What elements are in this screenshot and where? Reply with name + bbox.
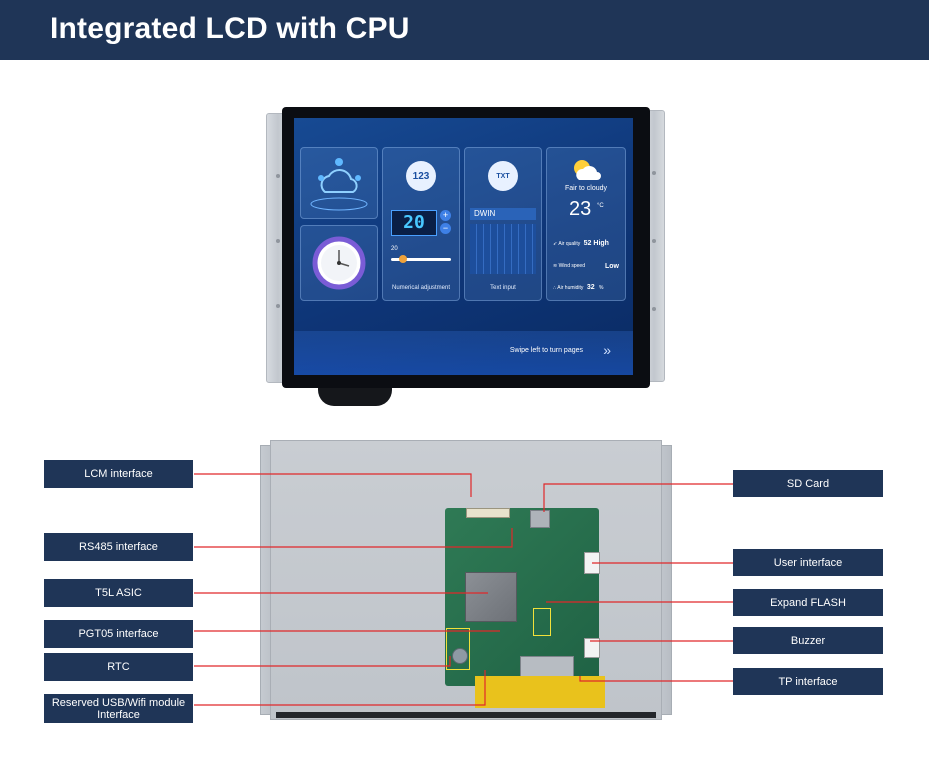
humidity-icon: ∴ xyxy=(553,285,558,291)
cloud-card[interactable] xyxy=(300,147,378,219)
leader-rs485 xyxy=(194,528,513,548)
leader-usb xyxy=(194,670,486,706)
buzzer-connector xyxy=(584,638,600,658)
t5l-asic-chip xyxy=(465,572,517,622)
flash-highlight xyxy=(533,608,551,636)
leader-lcm xyxy=(194,473,472,497)
cloud-icon xyxy=(310,158,368,211)
clock-card[interactable] xyxy=(300,225,378,301)
humidity-value: 32 xyxy=(586,284,595,291)
flex-cable xyxy=(318,384,392,406)
leader-sd xyxy=(543,483,733,512)
wind-icon: ≋ xyxy=(553,263,559,269)
swipe-bar[interactable] xyxy=(294,331,633,375)
wind-row: ≋ Wind speed Low xyxy=(553,263,621,270)
keyboard-icon: TXT xyxy=(488,161,518,191)
increment-button[interactable]: + xyxy=(440,210,451,221)
swipe-hint: Swipe left to turn pages xyxy=(509,347,583,354)
air-quality-value: 52 High xyxy=(583,240,609,247)
label-buzzer: Buzzer xyxy=(733,627,883,654)
label-expand-flash: Expand FLASH xyxy=(733,589,883,616)
numeric-display: 20 xyxy=(391,210,437,236)
slider-track[interactable] xyxy=(391,255,451,263)
weather-card[interactable]: Fair to cloudy 23 °C ➶ Air quality 52 Hi… xyxy=(546,147,626,301)
label-lcm-interface: LCM interface xyxy=(44,460,193,488)
numeric-icon: 123 xyxy=(406,161,436,191)
text-input-card[interactable]: TXT DWIN Text input xyxy=(464,147,542,301)
label-rs485-interface: RS485 interface xyxy=(44,533,193,561)
panel-bottom-edge xyxy=(276,712,656,718)
rtc-highlight xyxy=(446,628,470,670)
label-usb-wifi-interface: Reserved USB/Wifi module Interface xyxy=(44,694,193,723)
text-card-label: Text input xyxy=(490,285,516,291)
temperature-value: 23 xyxy=(569,198,592,220)
weather-condition: Fair to cloudy xyxy=(564,185,608,192)
label-pgt05-interface: PGT05 interface xyxy=(44,620,193,648)
lcd-screen: 123 20 + − 20 Numerical adjustment TXT D… xyxy=(294,118,633,375)
air-quality-icon: ➶ xyxy=(553,241,559,247)
label-user-interface: User interface xyxy=(733,549,883,576)
label-t5l-asic: T5L ASIC xyxy=(44,579,193,607)
slider-handle[interactable] xyxy=(399,255,407,263)
text-input-field[interactable]: DWIN xyxy=(470,208,536,220)
air-quality-label: Air quality xyxy=(558,241,581,247)
leader-tp xyxy=(579,676,733,682)
lcm-connector xyxy=(466,508,510,518)
page-title: Integrated LCD with CPU xyxy=(50,12,410,45)
sd-card-slot xyxy=(530,510,550,528)
label-rtc: RTC xyxy=(44,653,193,681)
decrement-button[interactable]: − xyxy=(440,223,451,234)
leader-rtc xyxy=(194,656,451,667)
humidity-row: ∴ Air humidity 32 % xyxy=(553,284,621,291)
air-quality-row: ➶ Air quality 52 High xyxy=(553,240,621,247)
label-tp-interface: TP interface xyxy=(733,668,883,695)
wind-speed-label: Wind speed xyxy=(558,263,585,269)
weather-icon xyxy=(574,160,601,180)
clock-icon xyxy=(312,236,366,290)
humidity-label: Air humidity xyxy=(557,285,584,291)
numeric-card-label: Numerical adjustment xyxy=(391,285,451,291)
label-sd-card: SD Card xyxy=(733,470,883,497)
wind-speed-value: Low xyxy=(605,263,619,270)
numeric-adjust-card[interactable]: 123 20 + − 20 Numerical adjustment xyxy=(382,147,460,301)
double-chevron-right-icon[interactable]: » xyxy=(603,342,611,358)
temperature-unit: °C xyxy=(597,203,604,209)
rtc-battery xyxy=(452,648,468,664)
humidity-unit: % xyxy=(599,285,604,291)
virtual-keyboard[interactable] xyxy=(470,224,536,274)
slider-value: 20 xyxy=(391,246,398,252)
header-banner: Integrated LCD with CPU xyxy=(0,0,929,60)
